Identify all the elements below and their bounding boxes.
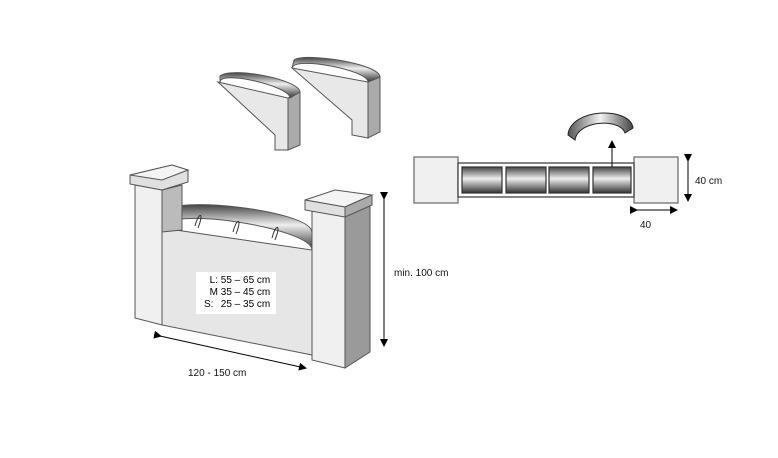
pillar-side-label: 40 cm [695,176,723,187]
width-arrow [153,330,307,371]
size-row-s: S: 25 – 35 cm [204,299,271,310]
pillar-width-label: 40 [640,220,652,231]
height-label: min. 100 cm [394,268,449,279]
main-wall [129,164,374,369]
top-view [413,156,679,204]
size-table: L: 55 – 65 cm M 35 – 45 cm S: 25 – 35 cm [196,272,276,314]
arch-block-front [216,72,301,151]
size-row-m: M 35 – 45 cm [209,287,271,298]
width-label: 120 - 150 cm [188,368,247,379]
capstone-icon [567,112,634,141]
arch-block-back [290,57,381,139]
size-row-l: L: 55 – 65 cm [209,275,271,286]
